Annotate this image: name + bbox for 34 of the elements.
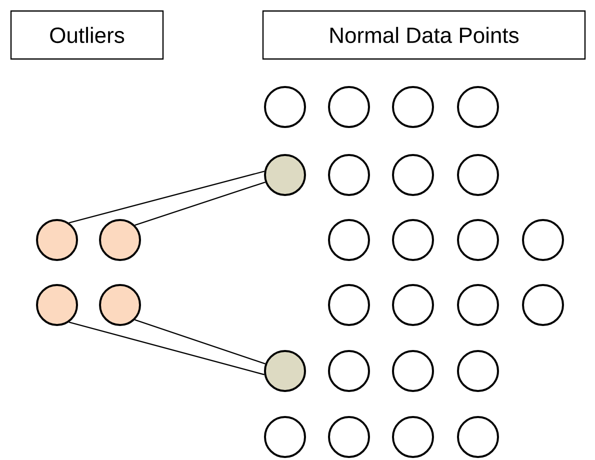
label-box: Normal Data Points [262,10,586,60]
data-point [457,218,499,261]
data-point [392,154,434,196]
connector-line [68,322,264,376]
data-point [264,350,306,392]
outlier-point [99,218,141,261]
data-point [392,86,434,128]
data-point [392,416,434,458]
connector-line [68,170,264,224]
outlier-point [99,284,141,326]
data-point [328,154,370,196]
data-point [457,416,499,458]
data-point [457,154,499,196]
data-point [392,218,434,261]
connector-line [134,182,266,226]
data-point [328,350,370,392]
data-point [457,350,499,392]
data-point [264,154,306,196]
data-point [392,350,434,392]
data-point [328,284,370,326]
data-point [522,284,564,326]
data-point [328,218,370,261]
outlier-point [36,218,78,261]
outlier-point [36,284,78,326]
data-point [457,86,499,128]
data-point [457,284,499,326]
data-point [328,86,370,128]
data-point [328,416,370,458]
label-box: Outliers [10,10,164,60]
data-point [392,284,434,326]
data-point [264,86,306,128]
connector-line [134,319,266,364]
data-point [264,416,306,458]
data-point [522,218,564,261]
